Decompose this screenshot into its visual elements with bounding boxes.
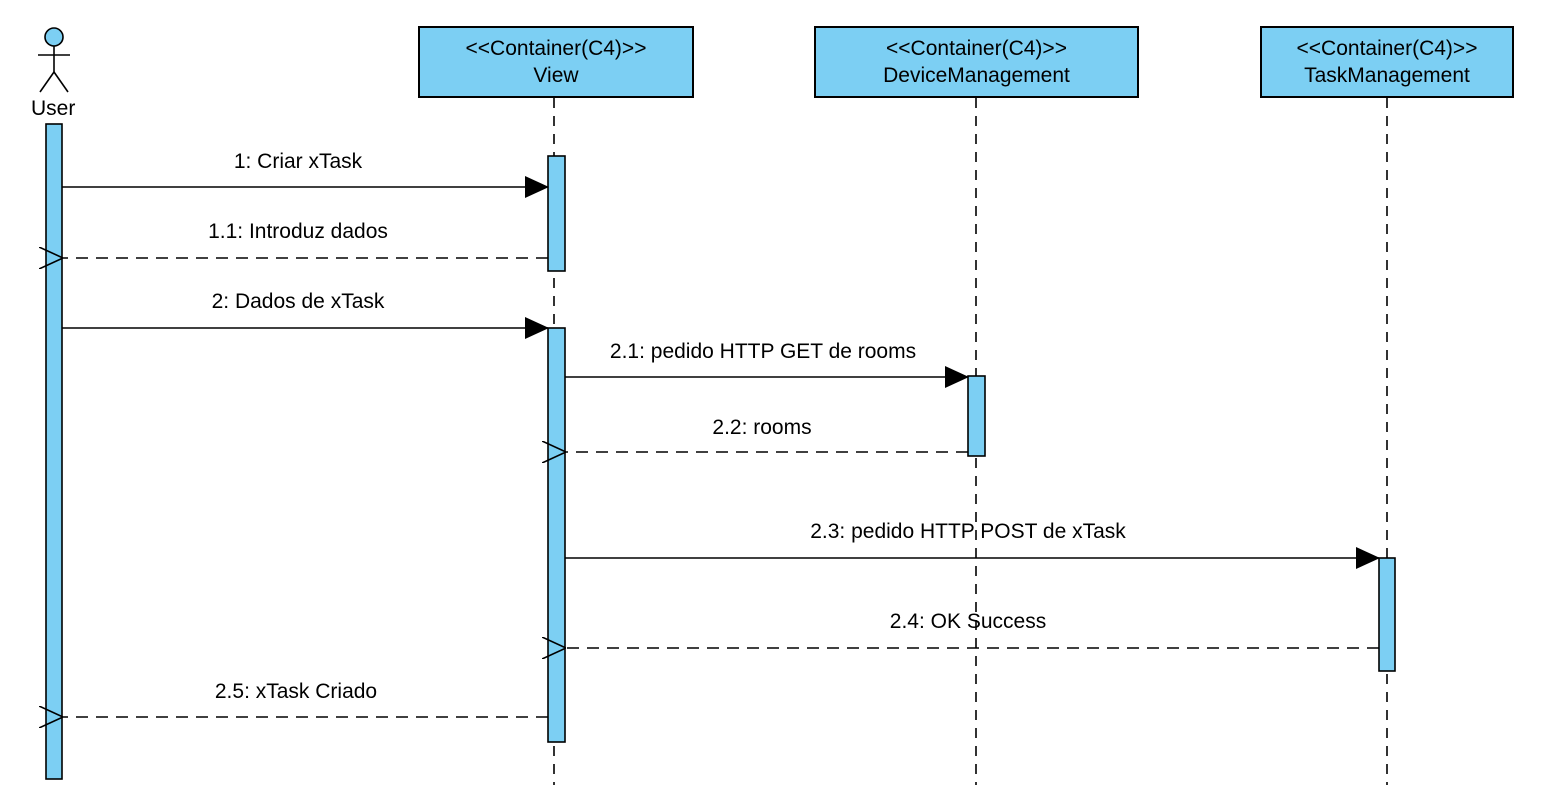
activation-task xyxy=(1378,557,1396,672)
participant-view-stereotype: <<Container(C4)>> xyxy=(465,37,647,60)
message-label-2: 2: Dados de xTask xyxy=(211,290,385,313)
message-label-2-1: 2.1: pedido HTTP GET de rooms xyxy=(609,340,917,363)
message-label-2-2: 2.2: rooms xyxy=(712,416,812,439)
participant-task: <<Container(C4)>> TaskManagement xyxy=(1260,26,1514,98)
participant-device-name: DeviceManagement xyxy=(883,64,1070,87)
message-label-2-3: 2.3: pedido HTTP POST de xTask xyxy=(810,520,1126,543)
message-label-1-1: 1.1: Introduz dados xyxy=(208,220,388,243)
message-label-1: 1: Criar xTask xyxy=(233,150,363,173)
participant-view: <<Container(C4)>> View xyxy=(418,26,694,98)
actor-label: User xyxy=(31,97,76,120)
participant-view-name: View xyxy=(533,64,579,87)
participant-device: <<Container(C4)>> DeviceManagement xyxy=(814,26,1139,98)
message-label-2-4: 2.4: OK Success xyxy=(889,610,1047,633)
participant-device-stereotype: <<Container(C4)>> xyxy=(886,37,1067,60)
user-actor-icon xyxy=(38,27,70,93)
participant-task-stereotype: <<Container(C4)>> xyxy=(1296,37,1478,60)
activation-device xyxy=(967,375,986,457)
message-label-2-5: 2.5: xTask Criado xyxy=(214,680,378,703)
activation-view-2 xyxy=(547,327,566,743)
participant-task-name: TaskManagement xyxy=(1304,64,1470,87)
activation-view-1 xyxy=(547,155,566,272)
activation-user xyxy=(45,123,63,780)
